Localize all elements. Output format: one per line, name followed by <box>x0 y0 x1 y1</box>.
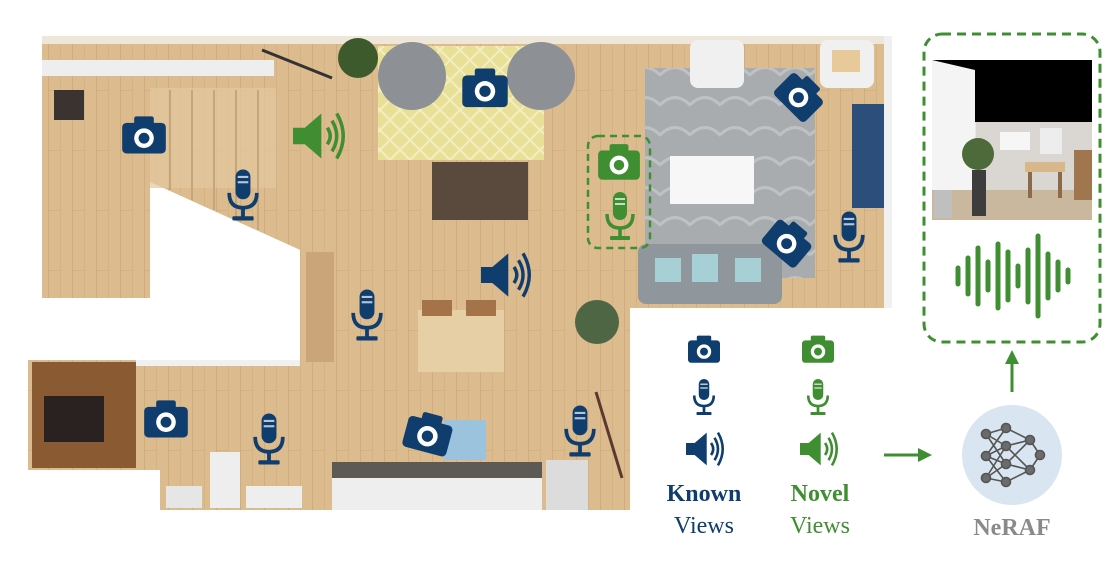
floor-plan <box>28 36 892 510</box>
arrow-to-output <box>1005 350 1019 392</box>
novel-view-output-panel <box>922 32 1102 344</box>
camera-icon <box>688 335 720 363</box>
neural-network-icon <box>980 422 1046 488</box>
camera-icon <box>802 335 834 363</box>
novel-views-label-line1: Novel <box>790 481 850 507</box>
arrow-to-model <box>884 448 932 462</box>
known-views-label-line2: Views <box>674 513 734 539</box>
microphone-icon <box>692 377 716 417</box>
neraf-model <box>962 405 1062 505</box>
microphone-icon <box>806 377 830 417</box>
novel-view-highlight-box <box>586 134 652 250</box>
novel-views-label-line2: Views <box>790 513 850 539</box>
legend-novel <box>798 335 839 467</box>
model-name-label: NeRAF <box>973 515 1051 541</box>
speaker-icon <box>798 431 839 467</box>
rendered-view-image <box>932 60 1092 220</box>
speaker-icon <box>684 431 725 467</box>
known-views-label-line1: Known <box>666 481 742 507</box>
novel-view-icons <box>291 111 652 250</box>
waveform-icon <box>955 233 1071 319</box>
legend-known <box>684 335 725 467</box>
